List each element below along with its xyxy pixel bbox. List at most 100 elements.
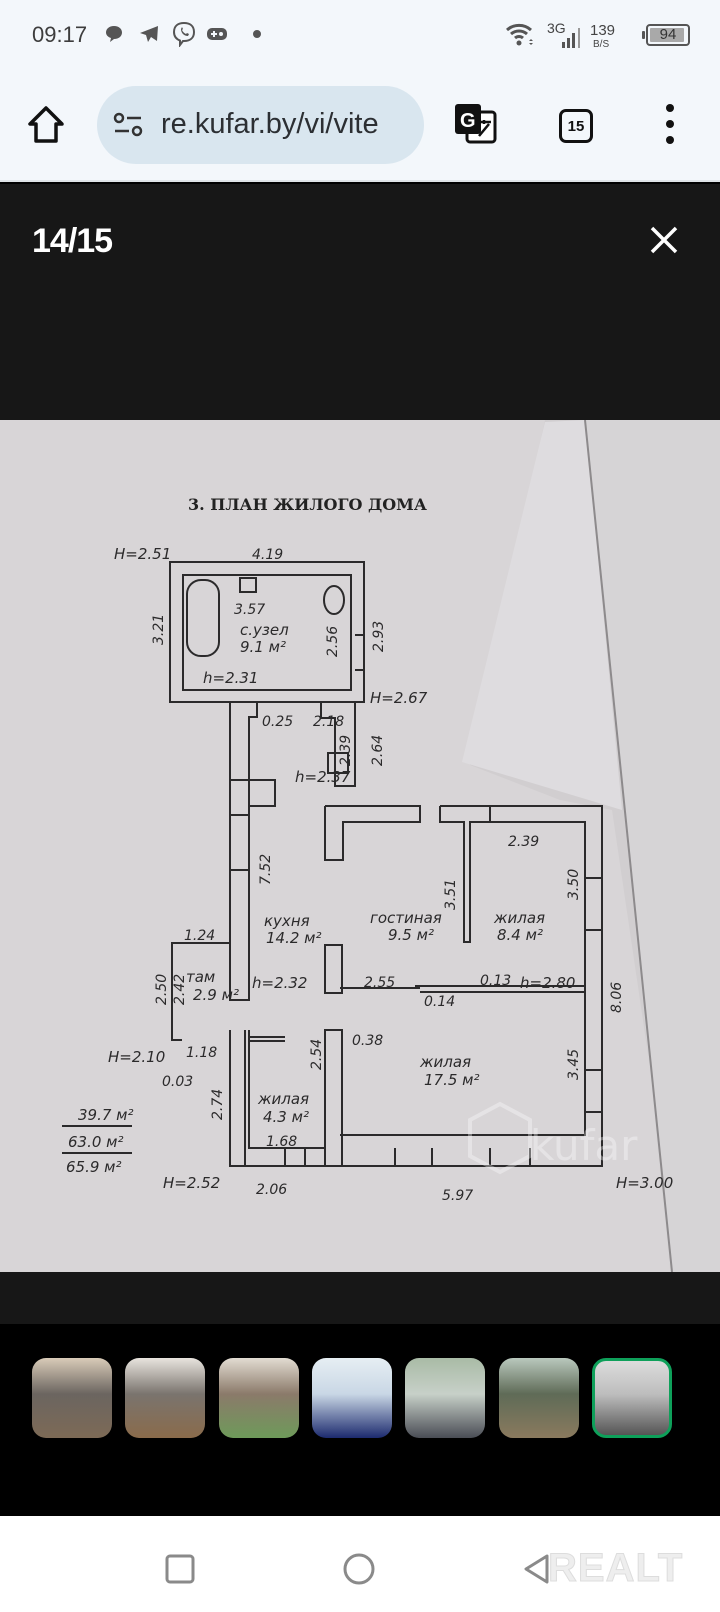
dimension-label: 3.57: [234, 602, 265, 618]
translate-button[interactable]: G: [453, 102, 499, 148]
close-icon: [650, 226, 678, 254]
url-bar[interactable]: re.kufar.by/vi/vite: [97, 86, 424, 164]
home-nav-button[interactable]: [343, 1553, 375, 1590]
height-label: h=2.31: [203, 669, 258, 687]
home-icon: [28, 106, 64, 143]
total-area: 39.7 м²: [78, 1106, 134, 1124]
back-icon: [524, 1554, 549, 1584]
net-speed-unit: B/S: [593, 39, 610, 50]
dimension-label: 2.64: [370, 735, 386, 766]
dimension-label: 2.39: [338, 735, 354, 766]
total-area: 65.9 м²: [66, 1158, 122, 1176]
dimension-label: 2.06: [256, 1182, 287, 1198]
wifi-icon: [505, 22, 535, 46]
paper-corner-2: [585, 420, 720, 1272]
recents-button[interactable]: [165, 1554, 195, 1589]
system-nav-bar: REALT: [0, 1516, 720, 1612]
dimension-label: 2.18: [313, 714, 344, 730]
thumbnail-floor-plan[interactable]: [591, 1358, 672, 1438]
room-name: с.узел: [240, 621, 289, 639]
room-name: гостиная: [370, 909, 442, 927]
thumbnail-doorway-with-shelf[interactable]: [125, 1358, 206, 1438]
svg-text:kufar: kufar: [530, 1121, 638, 1170]
room-name: жилая: [257, 1090, 309, 1108]
net-speed-value: 139: [590, 22, 616, 39]
room-area: 14.2 м²: [266, 929, 322, 947]
gamepad-icon: [206, 22, 228, 46]
battery-level: 94: [659, 26, 677, 43]
room-area: 8.4 м²: [497, 926, 543, 944]
thumbnail-room-with-shelves[interactable]: [32, 1358, 112, 1438]
room-name: жилая: [419, 1053, 471, 1071]
height-label: H=2.52: [163, 1174, 220, 1192]
room-area: 2.9 м²: [193, 986, 239, 1004]
dimension-label: 7.52: [258, 854, 274, 885]
dimension-label: 0.14: [424, 994, 455, 1010]
image-viewer: 14/15 3. ПЛАН ЖИЛОГО ДОМА: [0, 184, 720, 1324]
height-label: h=2.32: [252, 974, 307, 992]
tabs-button[interactable]: 15: [559, 109, 593, 143]
dimension-label: 2.39: [508, 834, 539, 850]
kufar-watermark: kufar: [468, 1101, 638, 1175]
close-button[interactable]: [648, 224, 680, 256]
height-label: h=2.80: [520, 974, 575, 992]
room-area: 17.5 м²: [424, 1071, 480, 1089]
thumbnail-house-exterior-front[interactable]: [405, 1358, 486, 1438]
battery-fill: [650, 28, 684, 42]
image-counter: 14/15: [32, 222, 113, 260]
dimension-label: 2.54: [309, 1039, 325, 1070]
site-settings-icon[interactable]: [113, 112, 145, 138]
dimension-label: 3.50: [566, 869, 582, 900]
height-label: H=2.67: [370, 689, 428, 707]
room-area: 4.3 м²: [263, 1108, 309, 1126]
height-label: H=3.00: [616, 1174, 673, 1192]
dimension-label: 2.74: [210, 1089, 226, 1120]
room-area: 9.1 м²: [240, 638, 286, 656]
dimension-label: 4.19: [252, 547, 283, 563]
back-button[interactable]: [522, 1554, 552, 1589]
telegram-icon: [138, 22, 160, 46]
height-label: H=2.51: [114, 545, 171, 563]
more-vert-icon[interactable]: [660, 104, 680, 144]
dimension-label: 2.55: [364, 975, 395, 991]
dimension-label: 0.38: [352, 1033, 383, 1049]
chat-bubble-icon: [104, 22, 124, 46]
height-label: H=2.10: [108, 1048, 165, 1066]
browser-toolbar: re.kufar.by/vi/vite G 15: [0, 72, 720, 182]
dimension-label: 3.21: [151, 614, 167, 645]
network-type: 3G: [547, 20, 566, 36]
dimension-label: 1.24: [184, 928, 215, 944]
dot-icon: [252, 22, 262, 46]
viber-icon: [172, 21, 196, 47]
home-button[interactable]: [26, 104, 66, 146]
recents-icon: [165, 1554, 195, 1584]
room-name: жилая: [493, 909, 545, 927]
floor-plan-image[interactable]: 3. ПЛАН ЖИЛОГО ДОМА: [0, 420, 720, 1272]
total-area: 63.0 м²: [68, 1133, 124, 1151]
floor-plan-walls: [62, 561, 603, 1167]
thumbnail-house-exterior-back[interactable]: [498, 1358, 579, 1438]
plan-title: 3. ПЛАН ЖИЛОГО ДОМА: [188, 495, 427, 514]
height-label: h=2.37: [295, 768, 351, 786]
dimension-label: 5.97: [442, 1188, 473, 1204]
dimension-label: 2.42: [172, 974, 188, 1005]
dimension-label: 2.50: [154, 974, 170, 1005]
dimension-label: 0.25: [262, 714, 293, 730]
thumbnail-bathroom-tiles[interactable]: [311, 1358, 392, 1438]
room-area: 9.5 м²: [388, 926, 434, 944]
translate-icon: G: [455, 104, 497, 144]
realt-watermark: REALT: [547, 1546, 684, 1591]
url-text[interactable]: re.kufar.by/vi/vite: [161, 108, 379, 140]
dimension-label: 0.03: [162, 1074, 193, 1090]
home-circle-icon: [343, 1553, 375, 1585]
dimension-label: 3.51: [443, 879, 459, 910]
dimension-label: 0.13: [480, 973, 511, 989]
status-bar: 09:17 3G 139 B/S 94: [0, 0, 720, 72]
thumbnail-window-view[interactable]: [218, 1358, 299, 1438]
signal-icon: [560, 26, 584, 50]
battery-icon: 94: [642, 24, 690, 46]
thumbnail-strip: [0, 1324, 720, 1472]
dimension-label: 1.18: [186, 1045, 217, 1061]
svg-text:G: G: [460, 110, 476, 132]
room-name: кухня: [264, 912, 310, 930]
